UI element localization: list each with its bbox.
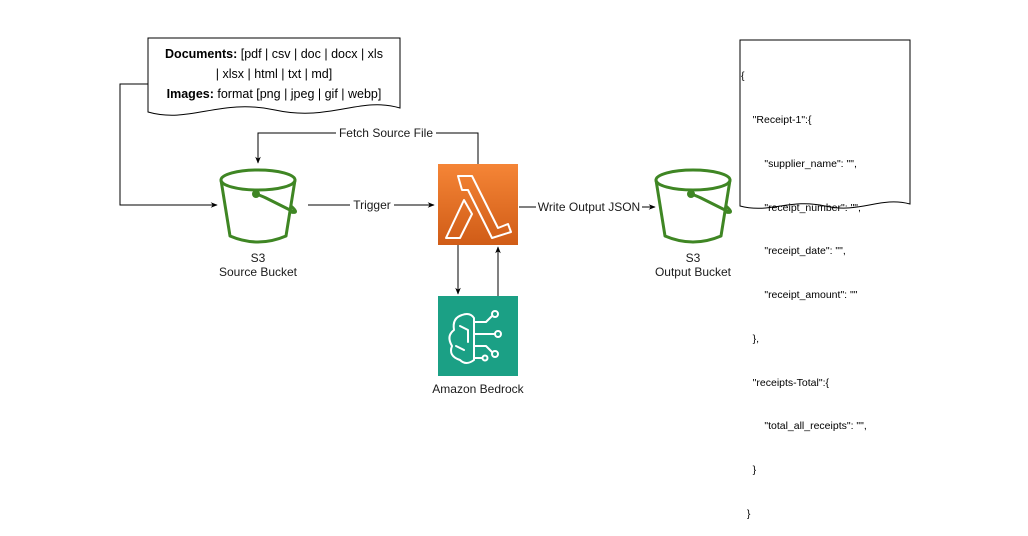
output-json-text: { "Receipt-1":{ "supplier_name": "", "re… (741, 40, 867, 536)
json-line: } (741, 464, 757, 477)
json-line: "supplier_name": "", (741, 157, 857, 170)
input-formats-text: Documents: [pdf | csv | doc | docx | xls… (148, 44, 400, 104)
s3-source-bucket-icon (219, 168, 297, 244)
output-bucket-label-1: S3 (686, 251, 701, 265)
documents-formats-2: | xlsx | html | txt | md] (215, 67, 333, 81)
bedrock-label: Amazon Bedrock (432, 382, 524, 396)
json-line: "Receipt-1":{ (741, 113, 812, 126)
documents-formats-1: [pdf | csv | doc | docx | xls (237, 47, 383, 61)
json-line: "total_all_receipts": "", (741, 420, 867, 433)
edge-label-trigger: Trigger (353, 198, 391, 212)
json-line: "receipt_number": "", (741, 201, 861, 214)
source-bucket-label-2: Source Bucket (219, 265, 298, 279)
documents-line-1: Documents: [pdf | csv | doc | docx | xls (148, 44, 400, 64)
input-formats-note (147, 37, 401, 116)
output-bucket-label-2: Output Bucket (655, 265, 732, 279)
architecture-diagram: Fetch Source File Trigger Write Output J… (119, 37, 911, 396)
edge-label-fetch: Fetch Source File (339, 126, 433, 140)
edge-label-write: Write Output JSON (538, 200, 640, 214)
json-line: "receipt_date": "", (741, 245, 846, 258)
json-line: "receipts-Total":{ (741, 376, 829, 389)
s3-output-bucket-icon (654, 168, 732, 244)
json-line: } (741, 508, 751, 520)
json-line: }, (741, 332, 760, 345)
json-line: "receipt_amount": "" (741, 289, 858, 302)
json-line: { (741, 70, 745, 83)
documents-label: Documents: (165, 47, 238, 61)
bedrock-icon (438, 296, 518, 376)
images-label: Images: (166, 87, 214, 101)
images-line: Images: format [png | jpeg | gif | webp] (148, 84, 400, 104)
edge-input-to-source (119, 83, 218, 208)
output-json-note (739, 39, 911, 209)
source-bucket-label-1: S3 (251, 251, 266, 265)
lambda-icon (438, 164, 518, 245)
images-formats: format [png | jpeg | gif | webp] (213, 87, 382, 101)
